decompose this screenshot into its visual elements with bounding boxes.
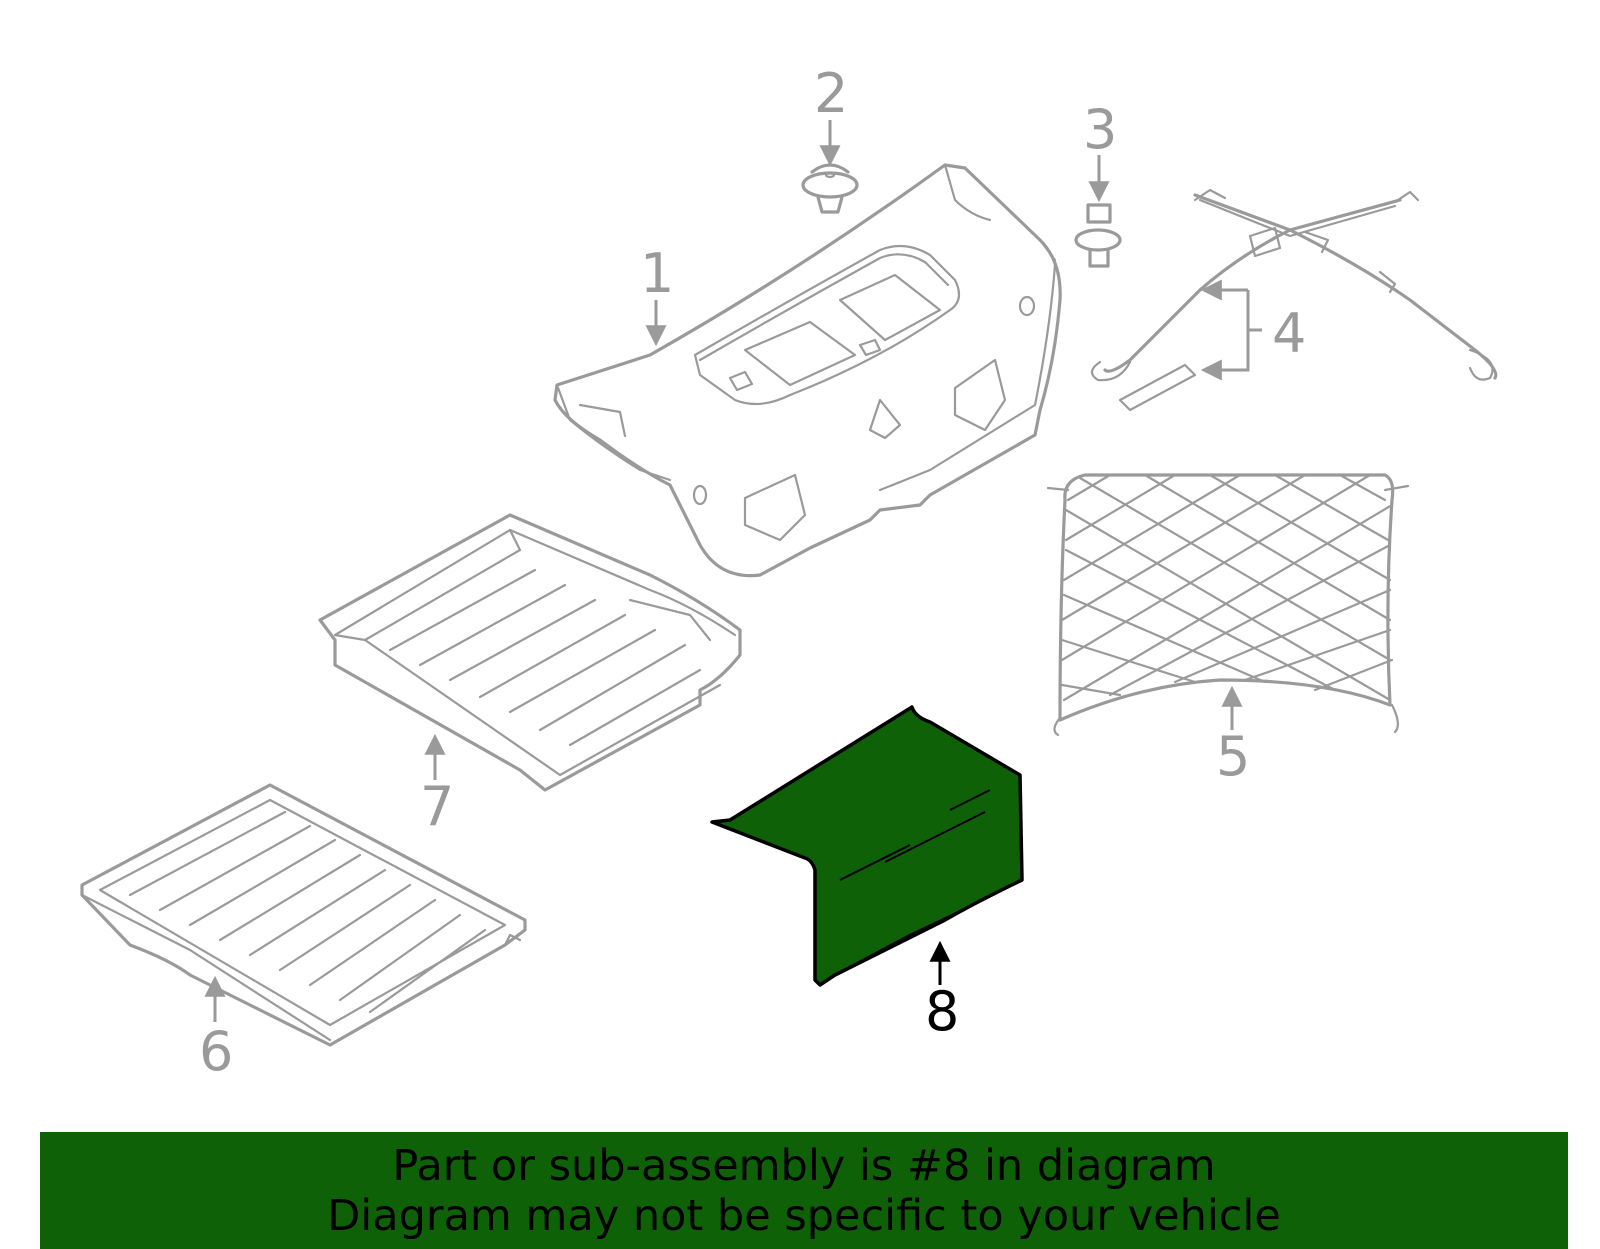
part-8-highlighted-panel [710, 705, 1024, 987]
callout-5: 5 [1216, 725, 1250, 788]
part-7-trunk-tray [318, 513, 742, 792]
part-4-cargo-strap [1090, 188, 1498, 412]
banner-line-part: Part or sub-assembly is #8 in diagram [392, 1140, 1216, 1191]
callout-1: 1 [640, 242, 674, 305]
part-5-cargo-net [1046, 473, 1410, 737]
info-banner: Part or sub-assembly is #8 in diagram Di… [40, 1132, 1568, 1249]
callout-4: 4 [1272, 302, 1306, 365]
part-1-trunk-lid-trim [553, 163, 1062, 578]
part-2-push-clip [801, 163, 859, 214]
callout-6: 6 [199, 1020, 233, 1083]
callout-8: 8 [925, 980, 959, 1043]
callout-2: 2 [814, 62, 848, 125]
banner-line-disclaimer: Diagram may not be specific to your vehi… [327, 1190, 1281, 1241]
part-3-grommet [1074, 203, 1122, 268]
callout-7: 7 [420, 775, 454, 838]
part-6-floor-board [80, 783, 527, 1047]
callout-3: 3 [1083, 98, 1117, 161]
